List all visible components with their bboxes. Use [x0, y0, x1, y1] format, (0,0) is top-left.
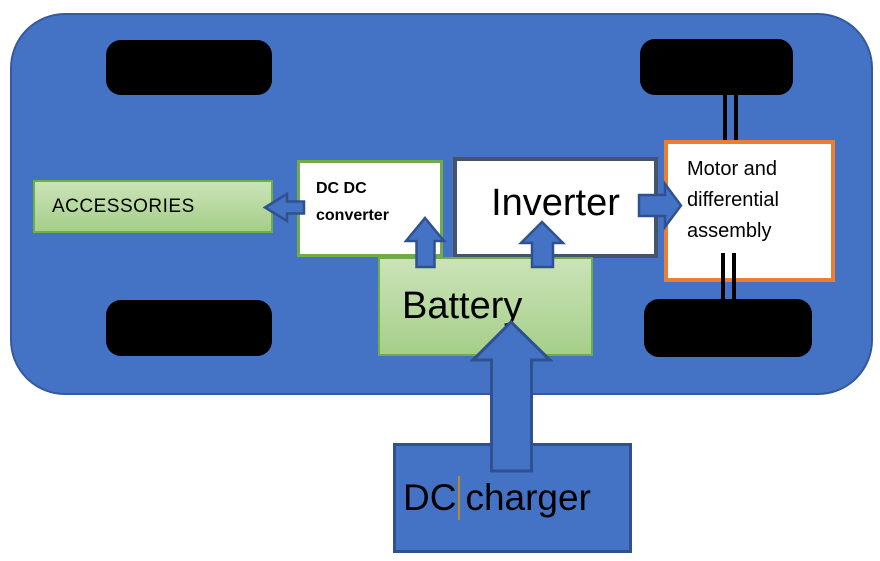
accessories-box[interactable]: ACCESSORIES — [33, 180, 273, 233]
text-caret — [458, 476, 461, 520]
wheel-front-right[interactable] — [640, 39, 793, 95]
wheel-rear-right[interactable] — [644, 299, 812, 357]
dc-charger-box[interactable]: DC charger — [393, 443, 632, 553]
axle-line-top-2 — [734, 94, 738, 142]
dc-charger-label-after-caret: charger — [465, 477, 591, 518]
dcdc-converter-box[interactable]: DC DC converter — [297, 160, 443, 257]
axle-line-top-1 — [723, 94, 727, 142]
dcdc-converter-label-line1: DC DC — [316, 180, 367, 197]
inverter-box[interactable]: Inverter — [453, 157, 658, 258]
inverter-label: Inverter — [491, 182, 620, 224]
battery-label: Battery — [402, 285, 523, 327]
wheel-front-left[interactable] — [106, 40, 272, 95]
motor-label-line1: Motor and — [687, 158, 778, 180]
motor-label-line3: assembly — [687, 220, 772, 242]
axle-line-bottom-2 — [732, 253, 736, 300]
motor-label-line2: differential — [687, 189, 779, 211]
axle-line-bottom-1 — [721, 253, 725, 300]
battery-box[interactable]: Battery — [378, 257, 593, 356]
accessories-label: ACCESSORIES — [52, 195, 195, 217]
dc-charger-label-before-caret: DC — [403, 477, 457, 518]
dcdc-converter-label-line2: converter — [316, 207, 389, 224]
motor-differential-box[interactable]: Motor and differential assembly — [664, 140, 835, 282]
wheel-rear-left[interactable] — [106, 300, 272, 356]
